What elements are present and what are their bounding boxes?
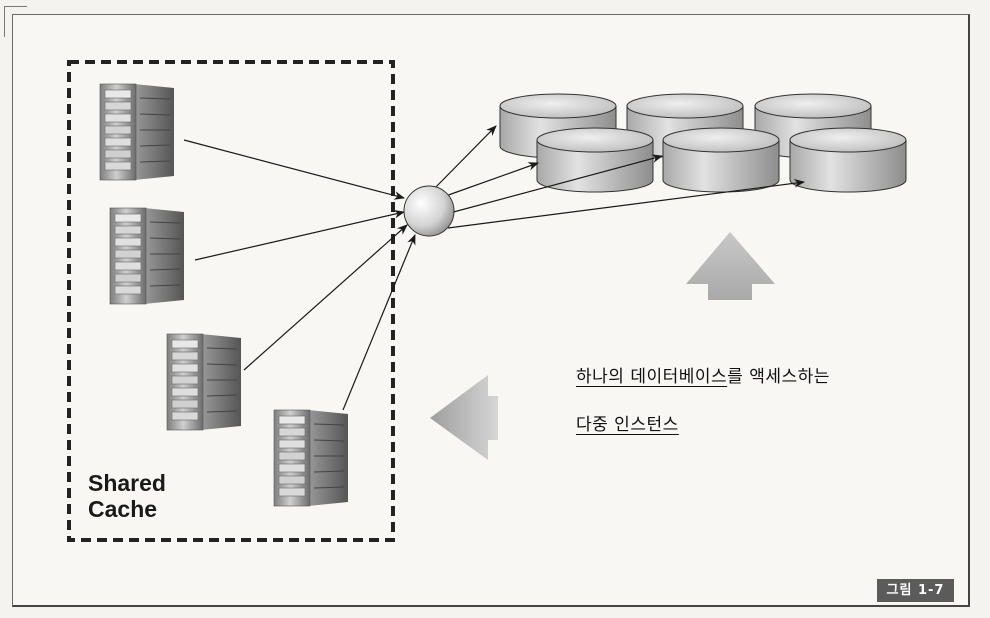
db-4 <box>536 127 654 193</box>
server-2 <box>109 207 185 305</box>
db-5 <box>662 127 780 193</box>
figure-number-badge: 그림 1-7 <box>877 579 954 602</box>
arrow-server1-hub <box>183 139 406 200</box>
caption-rest: 를 액세스하는 <box>727 367 830 387</box>
left-arrow-icon <box>430 375 498 460</box>
arrow-server4-hub <box>342 234 416 411</box>
server-3 <box>166 333 242 431</box>
arrow-hub-db6 <box>447 178 806 229</box>
arrow-hub-db1 <box>429 125 497 194</box>
arrow-server2-hub <box>194 209 406 261</box>
shared-cache-label: Shared Cache <box>88 470 166 522</box>
caption-line-2: 다중 인스턴스 <box>576 415 679 435</box>
shared-cache-line1: Shared <box>88 470 166 496</box>
shared-cache-boundary <box>67 60 395 542</box>
caption-highlight: 하나의 데이터베이스 <box>576 367 728 387</box>
db-6 <box>789 127 907 193</box>
server-1 <box>99 83 175 181</box>
server-4 <box>273 409 349 507</box>
arrow-hub-db5 <box>445 154 664 215</box>
caption-line-1: 하나의 데이터베이스를 액세스하는 <box>576 362 830 387</box>
shared-cache-line2: Cache <box>88 496 158 522</box>
hub-node <box>403 185 455 237</box>
arrow-server3-hub <box>243 224 408 371</box>
up-arrow-icon <box>686 232 775 300</box>
arrow-hub-db4 <box>439 162 540 199</box>
